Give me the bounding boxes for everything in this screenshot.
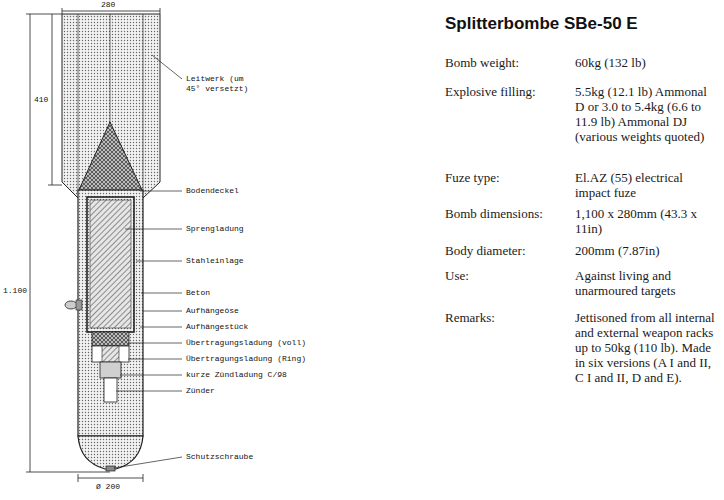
spec-key: Body diameter: xyxy=(445,243,570,258)
part-name: Übertragungsladung (voll) xyxy=(186,338,306,348)
spec-value: 60kg (132 lb) xyxy=(575,55,717,70)
fuze xyxy=(104,378,117,402)
spec-value: Against living and unarmoured targets xyxy=(575,268,717,298)
part-name: Leitwerk (um 45° versetzt) xyxy=(186,74,250,94)
spec-value: Jettisoned from all internal and externa… xyxy=(575,310,717,385)
part-name: Schutzschraube xyxy=(186,452,253,462)
part-name: Stahleinlage xyxy=(186,256,244,266)
spec-key: Remarks: xyxy=(445,310,570,325)
explosive-charge xyxy=(90,200,131,328)
dimension-value: 1.100 xyxy=(2,286,28,296)
part-name: Bodendeckel xyxy=(186,186,239,196)
tail-fins xyxy=(62,14,160,198)
spec-value: 200mm (7.87in) xyxy=(575,243,717,258)
leader-lines xyxy=(114,55,182,468)
dimension-value: 280 xyxy=(100,0,116,10)
spec-value: El.AZ (55) electrical impact fuze xyxy=(575,170,717,200)
spec-key: Use: xyxy=(445,268,570,283)
rear-cone xyxy=(78,122,143,192)
spec-key: Explosive filling: xyxy=(445,84,570,99)
spec-value: 1,100 x 280mm (43.3 x 11in) xyxy=(575,206,717,236)
dimension-lines xyxy=(26,8,160,482)
protective-screw xyxy=(106,466,115,471)
part-name: Zünder xyxy=(186,386,215,396)
part-name: Aufhängestück xyxy=(186,322,248,332)
spec-key: Bomb dimensions: xyxy=(445,206,570,221)
booster-ring xyxy=(92,346,129,362)
detonator-charge xyxy=(100,362,121,378)
spec-value: 5.5kg (12.1 lb) Ammonal D or 3.0 to 5.4k… xyxy=(575,84,717,144)
spec-title: Splitterbombe SBe-50 E xyxy=(445,14,715,34)
suspension-lug xyxy=(65,301,77,309)
bomb-nose xyxy=(78,436,143,469)
part-name: Beton xyxy=(186,288,210,298)
bomb-body xyxy=(78,190,143,436)
booster-full xyxy=(92,332,129,346)
part-name: Übertragungsladung (Ring) xyxy=(186,354,306,364)
dimension-value: Ø 200 xyxy=(95,482,121,492)
part-name: Sprengladung xyxy=(186,224,244,234)
dimension-value: 410 xyxy=(33,95,49,105)
steel-insert xyxy=(87,197,134,332)
spec-key: Bomb weight: xyxy=(445,55,570,70)
part-name: Aufhängeöse xyxy=(186,306,239,316)
spec-key: Fuze type: xyxy=(445,170,570,185)
part-name: kurze Zündladung C/98 xyxy=(186,370,287,380)
